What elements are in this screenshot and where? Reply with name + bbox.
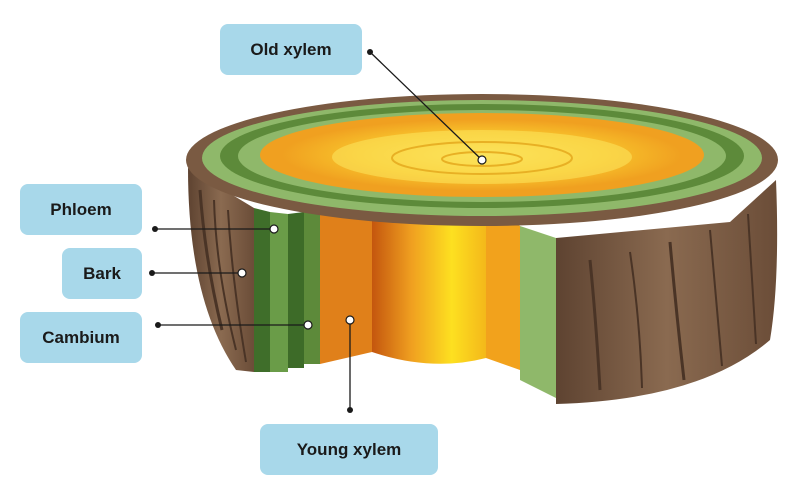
label-cambium: Cambium xyxy=(20,312,142,363)
bark-left-wall xyxy=(188,168,254,372)
phloem-cambium-wall xyxy=(254,208,320,372)
label-young-xylem: Young xylem xyxy=(260,424,438,475)
label-bark: Bark xyxy=(62,248,142,299)
leader-lines xyxy=(152,51,483,410)
label-phloem: Phloem xyxy=(20,184,142,235)
leader-dots xyxy=(149,49,487,413)
leader-old-xylem xyxy=(369,51,483,161)
bark-right-wall xyxy=(556,180,778,404)
right-inner-wall xyxy=(486,204,520,370)
right-green-wall xyxy=(520,226,556,398)
old-xylem-core xyxy=(372,192,486,364)
young-xylem-wall xyxy=(320,192,372,364)
label-old-xylem: Old xylem xyxy=(220,24,362,75)
